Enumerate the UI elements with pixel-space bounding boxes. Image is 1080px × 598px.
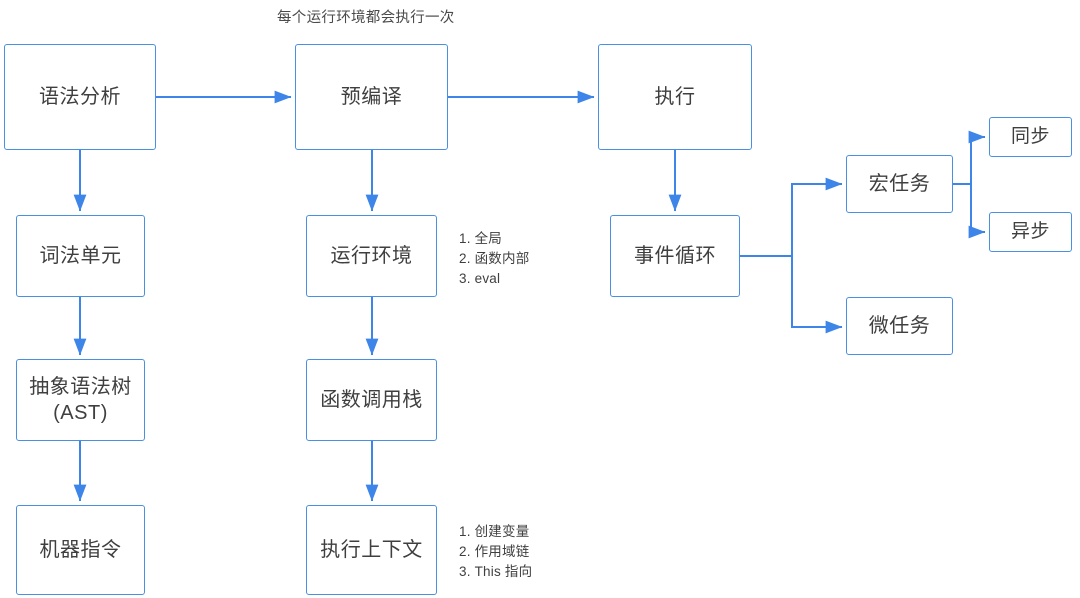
edge-event-loop-to-micro-task (740, 255, 843, 334)
edge-event-loop-to-macro-task (740, 177, 843, 257)
note-exec-context: 1. 创建变量 2. 作用域链 3. This 指向 (459, 524, 533, 579)
node-precompile[interactable]: 预编译 (295, 44, 448, 150)
node-exec-context[interactable]: 执行上下文 (306, 505, 437, 595)
node-micro-task[interactable]: 微任务 (846, 297, 953, 355)
note-runtime-env: 1. 全局 2. 函数内部 3. eval (459, 231, 530, 286)
node-execute[interactable]: 执行 (598, 44, 752, 150)
diagram-caption: 每个运行环境都会执行一次 (277, 10, 455, 26)
node-machine-code[interactable]: 机器指令 (16, 505, 145, 595)
node-macro-task[interactable]: 宏任务 (846, 155, 953, 213)
node-call-stack[interactable]: 函数调用栈 (306, 359, 437, 441)
node-ast[interactable]: 抽象语法树 (AST) (16, 359, 145, 441)
node-sync[interactable]: 同步 (989, 117, 1072, 157)
edge-macro-task-to-sync (953, 130, 986, 185)
node-async[interactable]: 异步 (989, 212, 1072, 252)
edge-macro-task-to-async (953, 183, 986, 239)
node-lexical-unit[interactable]: 词法单元 (16, 215, 145, 297)
node-event-loop[interactable]: 事件循环 (610, 215, 740, 297)
node-runtime-env[interactable]: 运行环境 (306, 215, 437, 297)
node-syntax-analysis[interactable]: 语法分析 (4, 44, 156, 150)
